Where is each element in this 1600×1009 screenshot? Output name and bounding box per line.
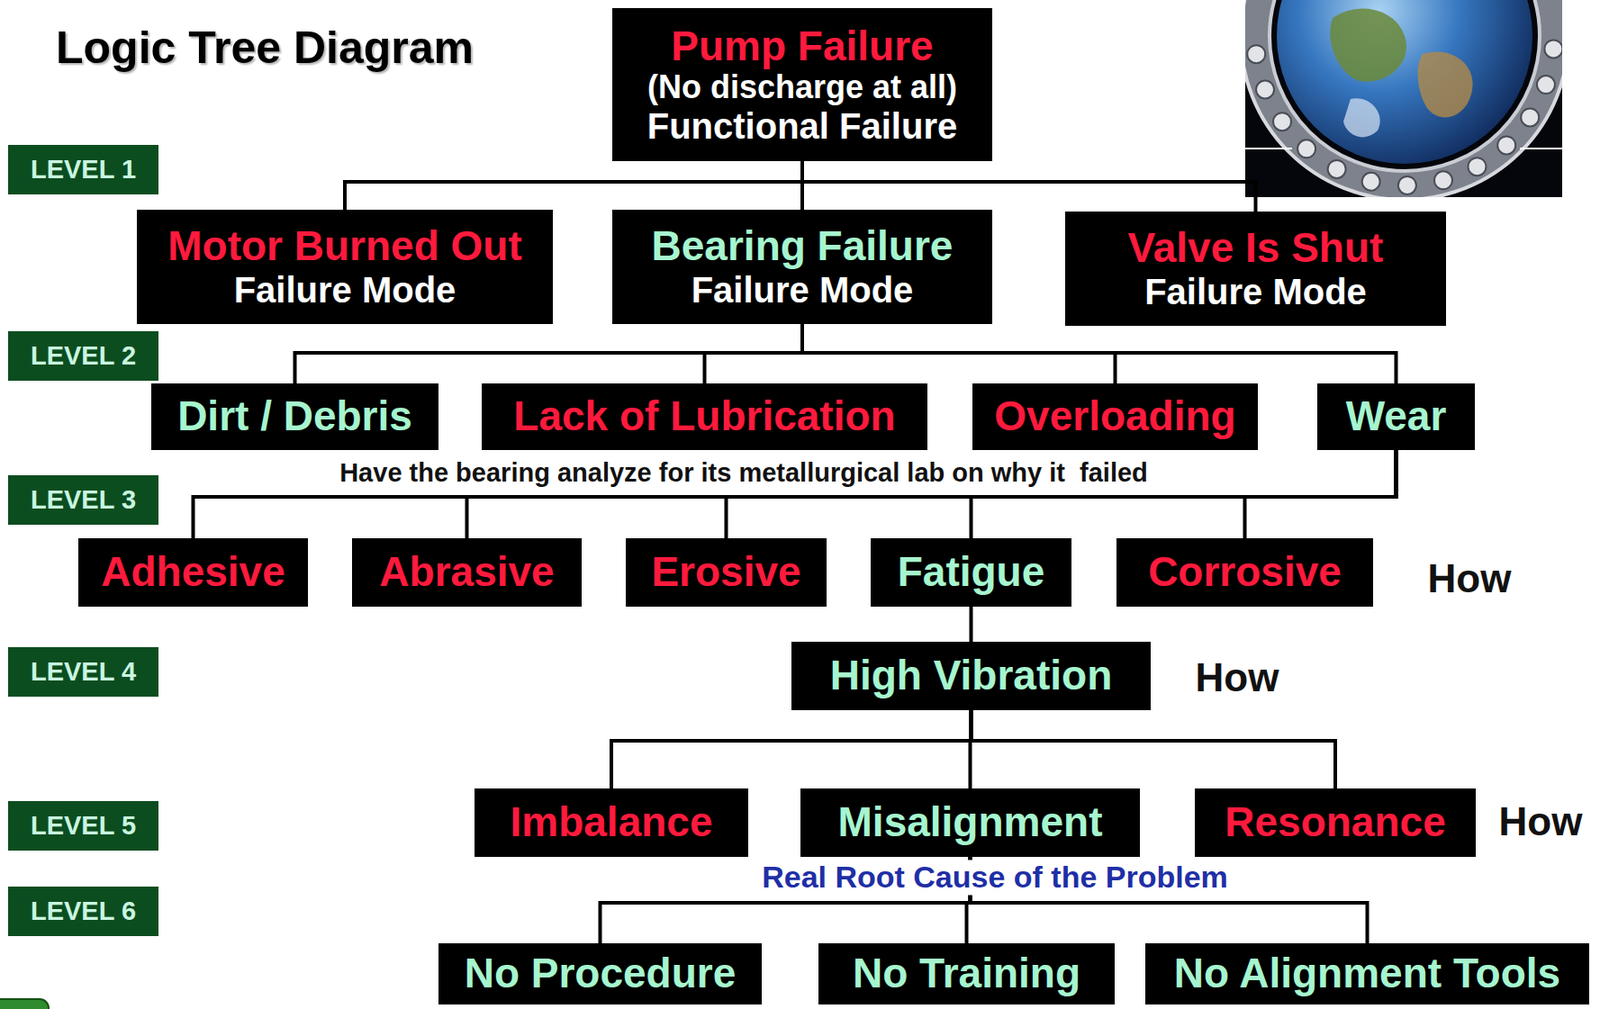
level-text: LEVEL 6 <box>30 896 136 926</box>
box-heading: Wear <box>1346 393 1447 441</box>
branch-connector <box>969 606 974 642</box>
cause-box: Abrasive <box>352 538 582 607</box>
root-cause-label: Real Root Cause of the Problem <box>756 859 1234 895</box>
box-heading: Motor Burned Out <box>167 223 523 271</box>
bearing-ball <box>1467 157 1486 176</box>
box-subtext: Failure Mode <box>691 270 914 311</box>
cause-box: Adhesive <box>78 538 308 607</box>
cause-box: Dirt / Debris <box>151 383 439 451</box>
box-subtext: Failure Mode <box>234 270 457 311</box>
corner-tab <box>0 999 49 1009</box>
box-heading: Corrosive <box>1148 549 1342 597</box>
cause-box: No Procedure <box>438 943 762 1005</box>
cause-box: Corrosive <box>1116 538 1374 607</box>
note-text: Have the bearing analyze for its metallu… <box>339 458 1149 489</box>
box-heading: Adhesive <box>100 549 286 597</box>
bearing-globe-picture <box>1245 0 1563 198</box>
level-tag: LEVEL 2 <box>8 331 159 381</box>
box-heading: Fatigue <box>897 549 1046 597</box>
how-label: How <box>1195 655 1280 702</box>
bearing-ball <box>1247 45 1266 64</box>
bearing-ball <box>1544 39 1563 58</box>
box-heading: Pump Failure <box>670 23 933 71</box>
cause-box: Overloading <box>972 383 1258 451</box>
box-heading: No Procedure <box>464 950 737 998</box>
cause-box: Resonance <box>1194 788 1476 858</box>
level-text: LEVEL 1 <box>30 154 136 184</box>
level-text: LEVEL 4 <box>30 657 136 687</box>
box-heading: No Alignment Tools <box>1174 950 1561 998</box>
cause-box: Erosive <box>625 538 827 607</box>
box-heading: Abrasive <box>379 549 554 597</box>
box-heading: Erosive <box>650 549 801 597</box>
box-heading: Valve Is Shut <box>1128 225 1384 272</box>
cause-box: Lack of Lubrication <box>481 383 928 451</box>
how-label: How <box>1499 799 1583 846</box>
branch-connector <box>467 450 1397 539</box>
cause-box: No Training <box>818 943 1115 1005</box>
branch-connector <box>971 450 1397 539</box>
bearing-ball <box>1497 135 1516 154</box>
box-heading: No Training <box>852 950 1081 998</box>
bearing-ball <box>1398 176 1417 195</box>
cause-box: Misalignment <box>800 788 1140 858</box>
bearing-ball <box>1256 80 1275 99</box>
cause-box: Valve Is ShutFailure Mode <box>1065 211 1447 326</box>
level-tag: LEVEL 6 <box>8 886 159 937</box>
cause-box: Motor Burned OutFailure Mode <box>136 209 553 325</box>
branch-connector <box>1245 450 1397 539</box>
bearing-ball <box>1362 172 1381 191</box>
branch-connector <box>344 161 803 210</box>
box-heading: Bearing Failure <box>651 223 954 271</box>
branch-connector <box>802 324 1397 384</box>
branch-connector <box>970 857 1368 944</box>
cause-box: Pump Failure(No discharge at all)Functio… <box>612 8 993 162</box>
cause-box: No Alignment Tools <box>1145 943 1590 1005</box>
box-heading: Lack of Lubrication <box>513 393 895 441</box>
branch-connector <box>726 450 1397 539</box>
branch-connector <box>193 450 1397 539</box>
bearing-ball <box>1434 171 1453 190</box>
bearing-ball <box>1273 112 1292 131</box>
cause-box: Wear <box>1317 383 1475 451</box>
level-text: LEVEL 2 <box>30 341 136 371</box>
branch-connector <box>705 324 804 384</box>
cause-box: Bearing FailureFailure Mode <box>612 209 993 325</box>
bearing-ball <box>1536 75 1555 94</box>
box-heading: High Vibration <box>830 652 1113 700</box>
branch-connector <box>802 161 1257 212</box>
box-subtext: (No discharge at all) <box>647 69 958 106</box>
box-heading: Resonance <box>1224 799 1446 847</box>
level-tag: LEVEL 3 <box>8 475 159 525</box>
level-tag: LEVEL 4 <box>8 647 159 697</box>
level-text: LEVEL 3 <box>30 485 136 515</box>
bearing-ball <box>1328 160 1347 179</box>
box-heading: Misalignment <box>838 799 1103 847</box>
bearing-ball <box>1520 108 1539 127</box>
level-tag: LEVEL 5 <box>8 801 159 851</box>
cause-box: Imbalance <box>474 788 749 858</box>
how-label: How <box>1428 556 1512 603</box>
branch-connector <box>600 857 971 944</box>
branch-connector <box>971 710 1337 789</box>
cause-box: High Vibration <box>791 641 1151 711</box>
branch-connector <box>295 324 804 384</box>
box-heading: Imbalance <box>510 799 714 847</box>
diagram-title: Logic Tree Diagram <box>55 22 474 75</box>
box-heading: Overloading <box>994 393 1236 441</box>
bearing-ball <box>1297 139 1316 158</box>
level-tag: LEVEL 1 <box>8 144 159 195</box>
cause-box: Fatigue <box>870 538 1072 607</box>
level-text: LEVEL 5 <box>30 811 136 841</box>
branch-connector <box>611 710 972 789</box>
box-heading: Dirt / Debris <box>177 393 413 441</box>
box-subtext: Failure Mode <box>1144 271 1367 313</box>
box-subtext: Functional Failure <box>647 106 958 147</box>
